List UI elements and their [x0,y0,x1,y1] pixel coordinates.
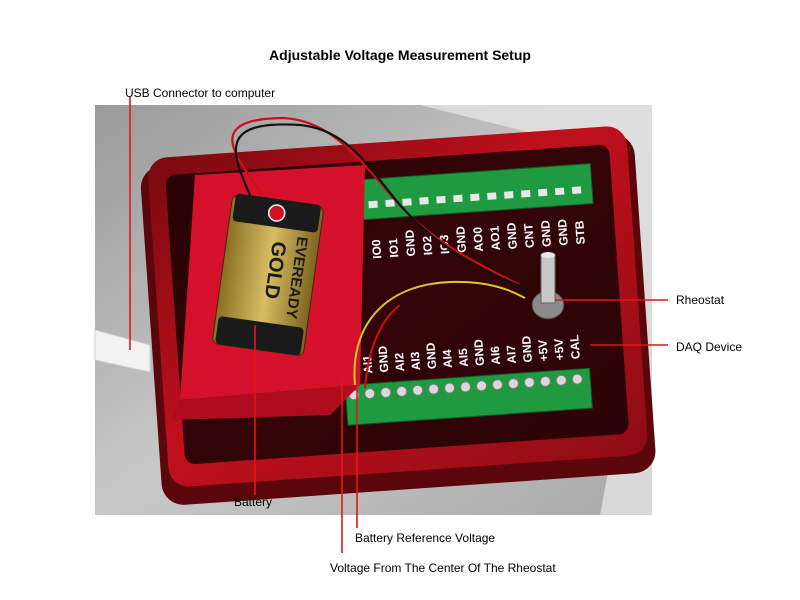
terminal-label-cal-bot14: CAL [567,334,583,360]
terminal-label-gnd-top8: GND [504,222,520,250]
rheostat-component [531,252,565,320]
rheostat-callout-label: Rheostat [676,293,725,307]
terminal-label-ai5-bot7: AI5 [456,348,471,368]
daq-callout-label: DAQ Device [676,340,743,354]
terminal-label-ai6-bot9: AI6 [488,345,503,365]
terminal-label-io0-top0: IO0 [369,239,384,260]
terminal-label-gnd-bot2: GND [375,345,391,373]
terminal-label-ai2-bot3: AI2 [392,352,407,372]
terminal-label-gnd-top10: GND [538,219,554,247]
battery: EVEREADY GOLD [212,193,324,356]
terminal-label-io2-top3: IO2 [420,235,435,256]
terminal-label-gnd-top11: GND [555,218,571,246]
terminal-label-gnd-bot11: GND [519,335,535,363]
battery-red-wire [231,116,521,286]
terminal-label-gnd-top2: GND [402,229,418,257]
yellow-wire [353,280,526,386]
terminal-label-gnd-top5: GND [453,225,469,253]
usb-callout-label: USB Connector to computer [125,86,276,100]
terminal-label-gnd-bot5: GND [423,342,439,370]
terminal-label-5v-bot13: +5V [551,338,566,361]
terminal-label-stb-top12: STB [572,220,588,245]
terminal-label-5v-bot12: +5V [535,339,550,362]
battery-ref-callout-label: Battery Reference Voltage [355,531,496,545]
diagram-title: Adjustable Voltage Measurement Setup [269,47,531,63]
battery-callout-label: Battery [234,495,273,509]
terminal-label-ai3-bot4: AI3 [408,351,423,371]
red-jumper-wire [364,304,401,389]
bottom-terminal-labels: AI0AI1GNDAI2AI3GNDAI4AI5GNDAI6AI7GND+5V+… [344,334,583,375]
terminal-label-io1-top1: IO1 [386,237,401,258]
terminal-label-cnt-top9: CNT [521,222,537,248]
usb-cable [94,329,151,373]
terminal-label-ao1-top7: AO1 [487,225,503,251]
top-terminal-screws [368,186,582,209]
terminal-label-ai7-bot10: AI7 [504,344,519,364]
battery-black-wire [234,123,531,292]
terminal-label-gnd-bot8: GND [471,338,487,366]
terminal-label-ao0-top6: AO0 [470,226,486,252]
voltage-center-callout-label: Voltage From The Center Of The Rheostat [330,561,556,575]
battery-mount-shadow [170,385,360,420]
terminal-label-ai4-bot6: AI4 [440,349,455,369]
